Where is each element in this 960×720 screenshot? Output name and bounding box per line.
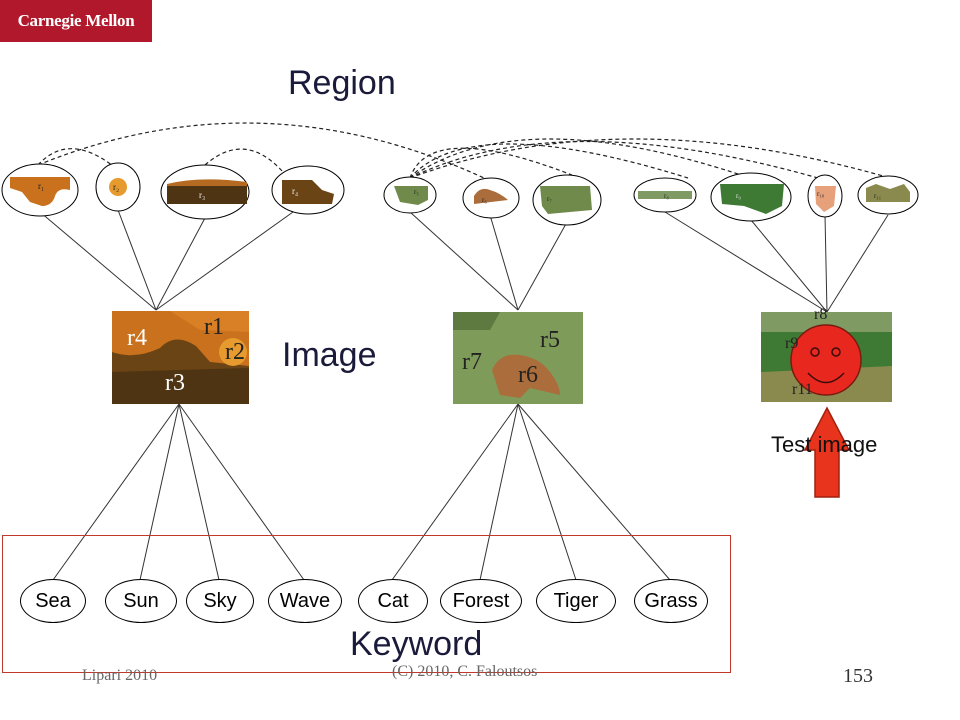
region-node-r4: r₄ [271, 165, 345, 215]
image1-label-r3: r3 [165, 370, 185, 396]
svg-text:r₉: r₉ [736, 192, 741, 200]
cmu-logo: Carnegie Mellon [0, 0, 152, 42]
svg-text:r₁: r₁ [38, 181, 44, 191]
svg-text:r₂: r₂ [113, 182, 119, 192]
region-node-r2: r₂ [95, 162, 141, 212]
keyword-cat: Cat [358, 579, 428, 623]
region-node-r8: r₈ [633, 177, 697, 213]
image2-label-r6: r6 [518, 362, 538, 388]
keyword-tiger: Tiger [536, 579, 616, 623]
image-2 [453, 312, 583, 404]
region-node-r9: r₉ [710, 172, 792, 222]
svg-text:r₁₁: r₁₁ [874, 192, 881, 200]
keyword-box [2, 535, 731, 673]
svg-text:r₈: r₈ [664, 192, 669, 200]
image-1 [112, 311, 249, 404]
region-node-r11: r₁₁ [857, 175, 919, 215]
footer-center: (C) 2010, C. Faloutsos [392, 663, 538, 680]
keyword-grass: Grass [634, 579, 708, 623]
image2-label-r5: r5 [540, 327, 560, 353]
keyword-sea: Sea [20, 579, 86, 623]
region-node-r7: r₇ [532, 174, 602, 226]
image-title: Image [282, 336, 377, 374]
image1-label-r1: r1 [204, 314, 224, 340]
image1-label-r2: r2 [225, 339, 245, 365]
page-number: 153 [843, 665, 873, 687]
smiley-face-icon [790, 324, 862, 396]
svg-text:r₆: r₆ [482, 196, 487, 204]
svg-text:r₁₀: r₁₀ [817, 190, 825, 198]
region-node-r5: r₅ [383, 176, 437, 214]
keyword-forest: Forest [440, 579, 522, 623]
image3-label-r8: r8 [814, 306, 828, 323]
test-image-label: Test image [771, 432, 878, 457]
up-arrow-icon [803, 406, 851, 498]
region-node-r6: r₆ [462, 177, 520, 219]
keyword-sky: Sky [186, 579, 254, 623]
image3-label-r9: r9 [785, 335, 799, 352]
region-node-r10: r₁₀ [807, 174, 843, 218]
keyword-sun: Sun [105, 579, 177, 623]
keyword-wave: Wave [268, 579, 342, 623]
image3-label-r11: r11 [792, 381, 813, 398]
svg-text:r₃: r₃ [199, 190, 205, 200]
svg-text:r₅: r₅ [414, 188, 419, 196]
region-node-r1: r₁ [1, 163, 79, 217]
keyword-title: Keyword [350, 625, 483, 663]
image2-label-r7: r7 [462, 349, 482, 375]
region-title: Region [288, 64, 396, 102]
svg-text:r₄: r₄ [292, 186, 298, 196]
image1-label-r4: r4 [127, 325, 147, 351]
svg-text:r₇: r₇ [547, 195, 552, 203]
region-node-r3: r₃ [160, 164, 250, 220]
footer-left: Lipari 2010 [82, 667, 158, 684]
